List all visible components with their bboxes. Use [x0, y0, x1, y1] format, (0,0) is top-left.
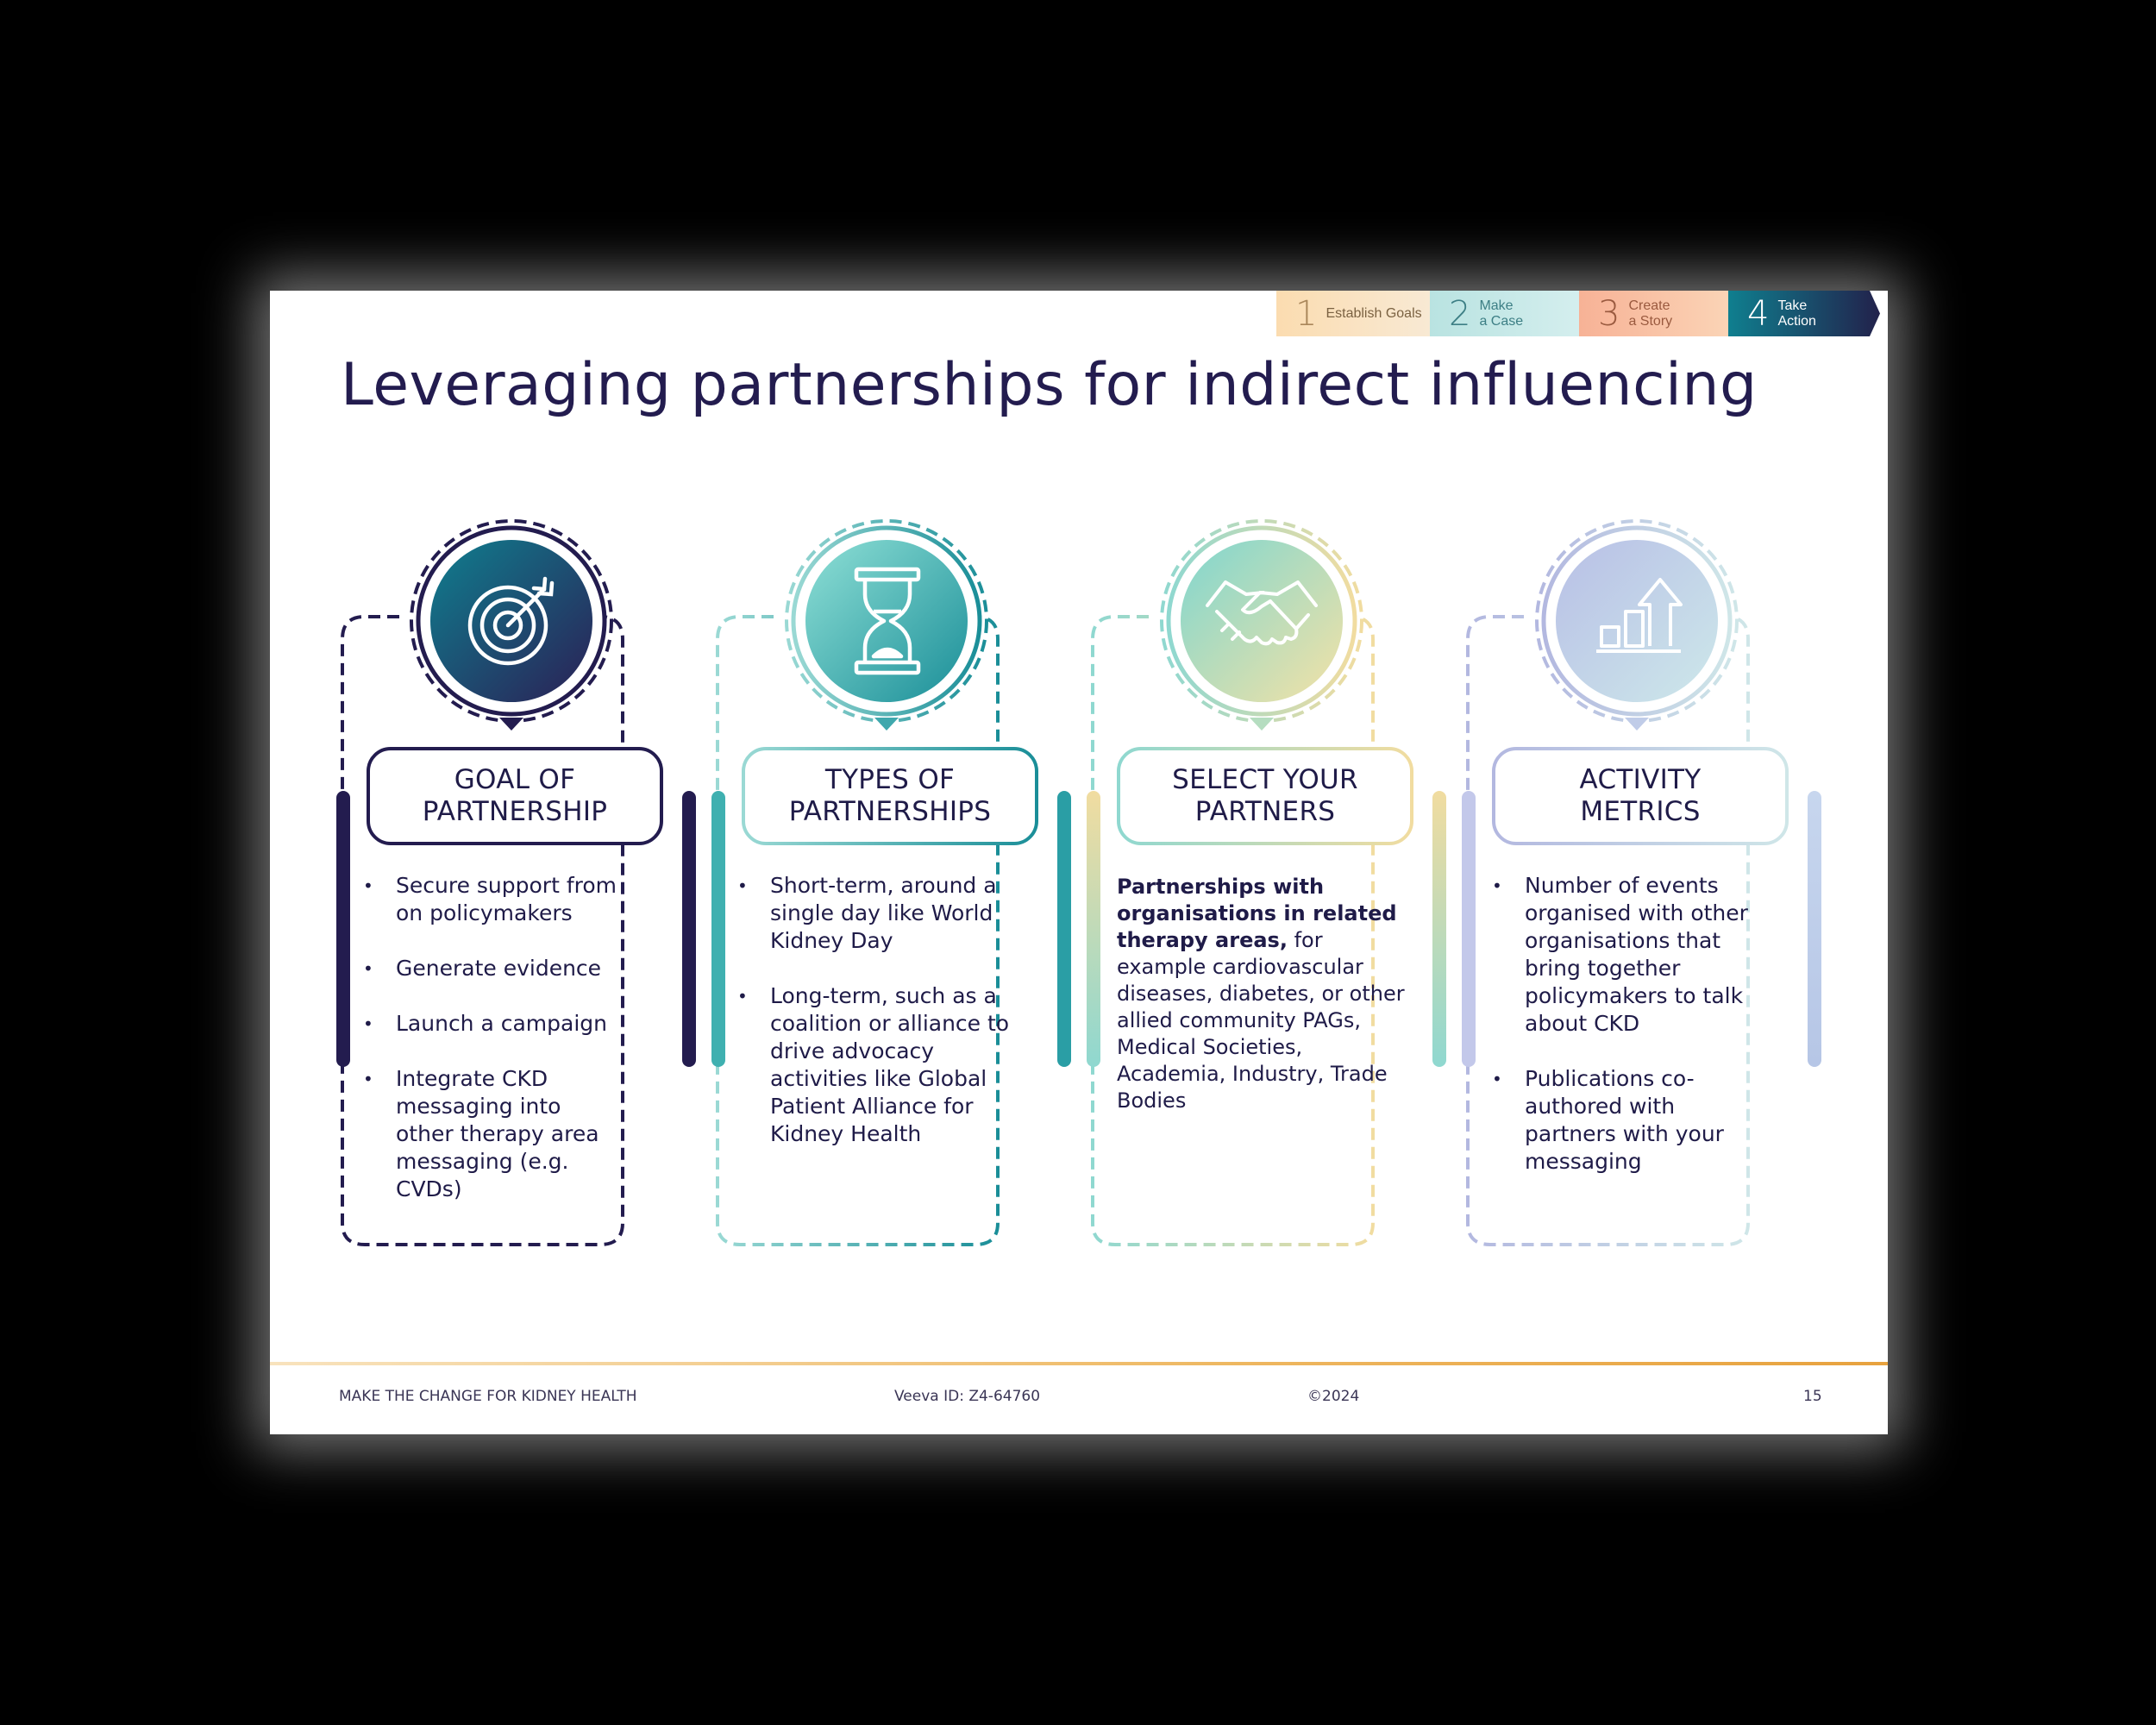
handshake-icon	[1206, 580, 1318, 646]
bullet-list: Short-term, around a single day like Wor…	[736, 872, 1020, 1148]
step-1-establish-goals[interactable]: 1 Establish Goals	[1276, 291, 1440, 336]
step-number: 3	[1598, 293, 1620, 334]
list-item: Secure support from on policymakers	[361, 872, 646, 927]
bullet-list: Number of events organised with other or…	[1490, 872, 1766, 1176]
step-4-take-action[interactable]: 4 Take Action	[1728, 291, 1880, 336]
list-item: Publications co-authored with partners w…	[1490, 1065, 1766, 1176]
step-number: 4	[1747, 293, 1770, 334]
card-paragraph: Partnerships with organisations in relat…	[1117, 874, 1414, 1114]
step-label: Create a Story	[1628, 298, 1673, 329]
list-item: Long-term, such as a coalition or allian…	[736, 982, 1020, 1148]
list-item: Launch a campaign	[361, 1010, 646, 1038]
page-number: 15	[1803, 1388, 1822, 1405]
heading-line: TYPES OF	[824, 764, 956, 795]
footer-tagline: MAKE THE CHANGE FOR KIDNEY HEALTH	[339, 1388, 637, 1405]
list-item: Short-term, around a single day like Wor…	[736, 872, 1020, 955]
card-types-heading: TYPES OF PARTNERSHIPS	[743, 749, 1037, 844]
hourglass-icon	[854, 567, 921, 675]
heading-line: PARTNERS	[1194, 796, 1336, 827]
card-select-body: Partnerships with organisations in relat…	[1117, 874, 1414, 1114]
card-metrics-frame	[1462, 519, 1821, 1246]
page-title: Leveraging partnerships for indirect inf…	[341, 351, 1758, 419]
bullet-list: Secure support from on policymakers Gene…	[361, 872, 646, 1203]
step-3-create-a-story[interactable]: 3 Create a Story	[1579, 291, 1739, 336]
cards-graphics	[336, 519, 1821, 1246]
step-number: 2	[1449, 293, 1471, 334]
list-item: Integrate CKD messaging into other thera…	[361, 1065, 620, 1203]
step-2-make-a-case[interactable]: 2 Make a Case	[1430, 291, 1589, 336]
card-goal-heading: GOAL OF PARTNERSHIP	[368, 749, 661, 844]
step-progress-bar: 1 Establish Goals 2 Make a Case 3 Create…	[1276, 291, 1880, 336]
heading-line: PARTNERSHIP	[422, 796, 608, 827]
heading-line: ACTIVITY	[1579, 764, 1702, 795]
step-label: Make a Case	[1479, 298, 1524, 329]
footer-copyright: ©2024	[1307, 1388, 1360, 1405]
footer-divider	[270, 1362, 1888, 1365]
card-types-frame	[711, 519, 1071, 1246]
heading-line: GOAL OF	[454, 764, 576, 795]
card-select-frame	[1087, 519, 1446, 1246]
step-label: Take Action	[1777, 298, 1816, 329]
card-metrics-heading: ACTIVITY METRICS	[1494, 749, 1787, 844]
card-types-body: Short-term, around a single day like Wor…	[736, 872, 1020, 1176]
step-label: Establish Goals	[1326, 305, 1422, 321]
heading-line: PARTNERSHIPS	[788, 796, 992, 827]
card-select-heading: SELECT YOUR PARTNERS	[1119, 749, 1412, 844]
target-arrow-icon	[467, 576, 555, 666]
slide: 1 Establish Goals 2 Make a Case 3 Create…	[270, 291, 1888, 1434]
heading-line: METRICS	[1580, 796, 1701, 827]
heading-line: SELECT YOUR	[1172, 764, 1358, 795]
footer-veeva-id: Veeva ID: Z4-64760	[894, 1388, 1041, 1405]
bar-chart-arrow-icon	[1596, 578, 1683, 653]
list-item: Generate evidence	[361, 955, 646, 982]
card-goal-body: Secure support from on policymakers Gene…	[361, 872, 646, 1231]
bold-text: Partnerships with organisations in relat…	[1117, 875, 1397, 952]
step-number: 1	[1295, 293, 1318, 334]
body-text: for example cardiovascular diseases, dia…	[1117, 928, 1405, 1113]
card-metrics-body: Number of events organised with other or…	[1490, 872, 1766, 1203]
list-item: Number of events organised with other or…	[1490, 872, 1766, 1038]
